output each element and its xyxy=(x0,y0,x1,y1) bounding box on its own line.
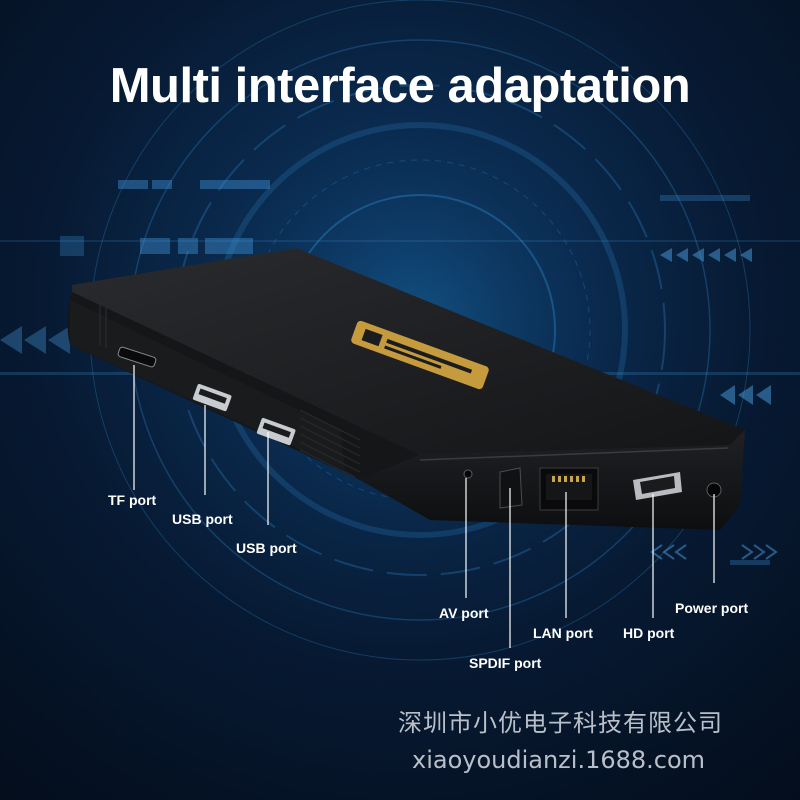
company-watermark: 深圳市小优电子科技有限公司 xyxy=(398,709,723,737)
usb-port-1 xyxy=(192,383,232,412)
tf-slot xyxy=(117,346,157,368)
power-port-label: Power port xyxy=(675,600,749,616)
spdif-port-label: SPDIF port xyxy=(469,655,542,671)
callout-lines xyxy=(133,365,715,648)
usb-port-label-1: USB port xyxy=(172,511,233,527)
tf-port-label: TF port xyxy=(108,492,157,508)
url-watermark: xiaoyoudianzi.1688.com xyxy=(412,746,706,774)
av-port-label: AV port xyxy=(439,605,489,621)
brand-logo xyxy=(351,320,489,390)
tv-box xyxy=(67,248,745,530)
spdif-socket xyxy=(499,467,523,509)
page-title: Multi interface adaptation xyxy=(109,59,691,113)
usb-port-label-2: USB port xyxy=(236,540,297,556)
lan-socket xyxy=(539,467,599,511)
usb-port-2 xyxy=(256,417,296,446)
hd-socket xyxy=(633,472,682,500)
hd-port-label: HD port xyxy=(623,625,675,641)
av-jack xyxy=(463,469,473,479)
lan-port-label: LAN port xyxy=(533,625,593,641)
